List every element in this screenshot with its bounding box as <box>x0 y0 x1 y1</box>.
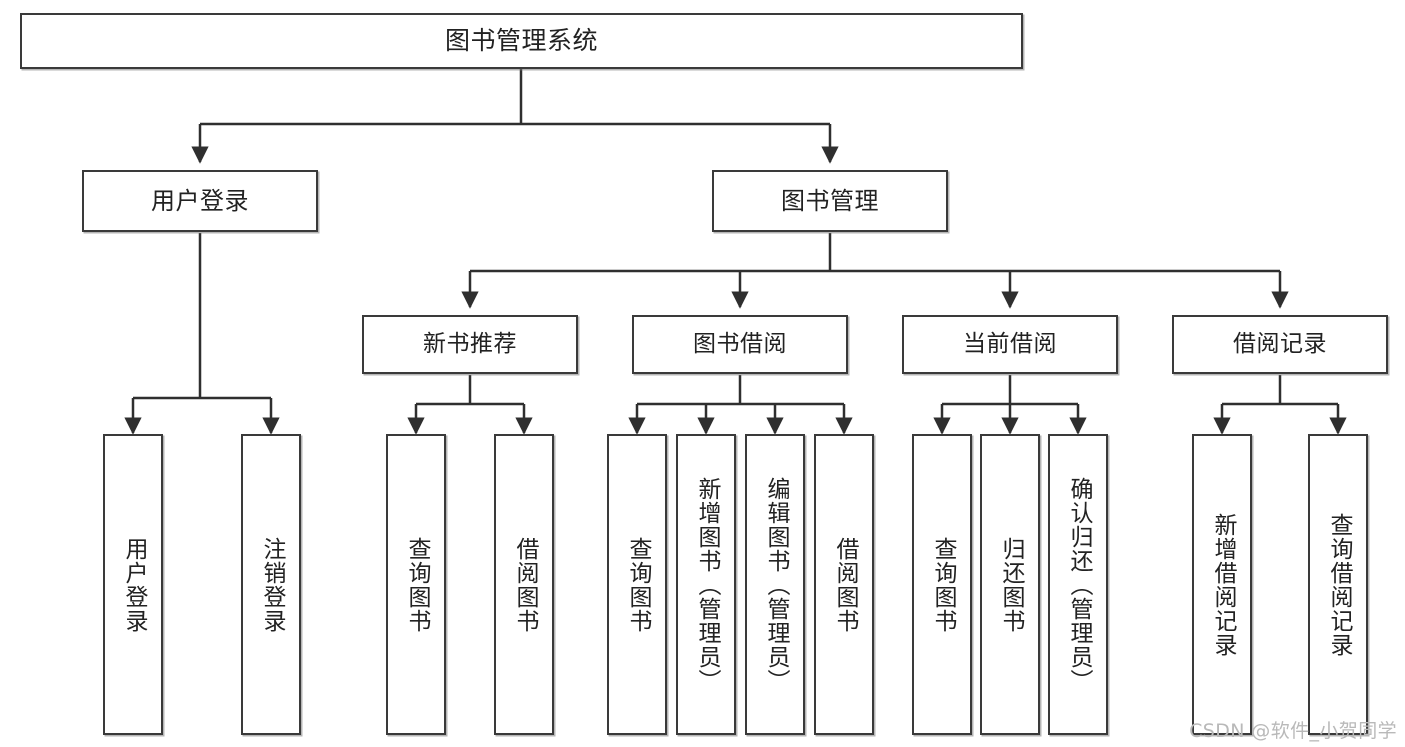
node-label: 用户登录 <box>120 536 147 633</box>
node-leaf-add-book-admin[interactable]: 新增图书（管理员） <box>676 434 736 735</box>
node-label: 查询图书 <box>403 536 430 633</box>
node-book-borrow[interactable]: 图书借阅 <box>632 315 848 374</box>
node-leaf-query-borrow-record[interactable]: 查询借阅记录 <box>1308 434 1368 735</box>
node-leaf-query-book-2[interactable]: 查询图书 <box>607 434 667 735</box>
node-label: 借阅图书 <box>831 536 858 633</box>
node-label: 确认归还（管理员） <box>1065 476 1092 693</box>
node-leaf-query-book-3[interactable]: 查询图书 <box>912 434 972 735</box>
node-label: 当前借阅 <box>963 330 1057 357</box>
node-label: 用户登录 <box>151 186 249 215</box>
node-leaf-query-book-1[interactable]: 查询图书 <box>386 434 446 735</box>
node-leaf-add-borrow-record[interactable]: 新增借阅记录 <box>1192 434 1252 735</box>
node-leaf-return-book[interactable]: 归还图书 <box>980 434 1040 735</box>
node-label: 借阅图书 <box>511 536 538 633</box>
node-current-borrow[interactable]: 当前借阅 <box>902 315 1118 374</box>
node-label: 查询图书 <box>624 536 651 633</box>
node-leaf-confirm-return-admin[interactable]: 确认归还（管理员） <box>1048 434 1108 735</box>
node-label: 查询图书 <box>929 536 956 633</box>
node-label: 新增借阅记录 <box>1209 512 1236 657</box>
node-label: 注销登录 <box>258 536 285 633</box>
node-label: 归还图书 <box>997 536 1024 633</box>
node-label: 新增图书（管理员） <box>693 476 720 693</box>
node-leaf-borrow-book-1[interactable]: 借阅图书 <box>494 434 554 735</box>
node-label: 图书借阅 <box>693 330 787 357</box>
node-label: 编辑图书（管理员） <box>762 476 789 693</box>
node-borrow-record[interactable]: 借阅记录 <box>1172 315 1388 374</box>
node-new-book-recommend[interactable]: 新书推荐 <box>362 315 578 374</box>
node-label: 新书推荐 <box>423 330 517 357</box>
node-label: 查询借阅记录 <box>1325 512 1352 657</box>
node-label: 借阅记录 <box>1233 330 1327 357</box>
watermark: CSDN @软件_小贺同学 <box>1189 720 1397 742</box>
node-label: 图书管理 <box>781 186 879 215</box>
node-leaf-edit-book-admin[interactable]: 编辑图书（管理员） <box>745 434 805 735</box>
node-leaf-user-login[interactable]: 用户登录 <box>103 434 163 735</box>
node-user-login[interactable]: 用户登录 <box>82 170 318 232</box>
node-root-book-management-system[interactable]: 图书管理系统 <box>20 13 1023 69</box>
node-book-manage[interactable]: 图书管理 <box>712 170 948 232</box>
node-label: 图书管理系统 <box>444 26 598 56</box>
node-leaf-user-logout[interactable]: 注销登录 <box>241 434 301 735</box>
node-leaf-borrow-book-2[interactable]: 借阅图书 <box>814 434 874 735</box>
